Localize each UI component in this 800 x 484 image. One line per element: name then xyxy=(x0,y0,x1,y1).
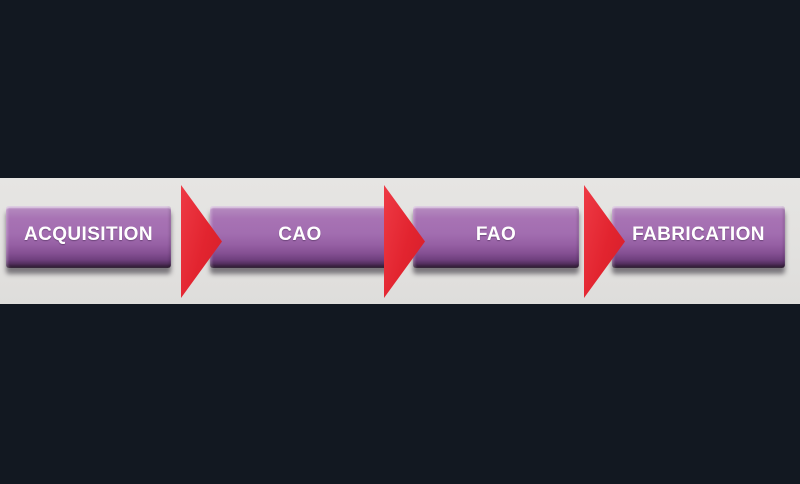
step-label: FABRICATION xyxy=(632,224,765,245)
step-label: ACQUISITION xyxy=(24,224,153,245)
step-box-fabrication: FABRICATION xyxy=(612,206,785,268)
step-label: CAO xyxy=(278,224,322,245)
step-box-cao: CAO xyxy=(210,206,390,268)
step-label: FAO xyxy=(475,224,517,245)
step-box-fao: FAO xyxy=(413,206,579,268)
step-box-acquisition: ACQUISITION xyxy=(6,206,171,268)
